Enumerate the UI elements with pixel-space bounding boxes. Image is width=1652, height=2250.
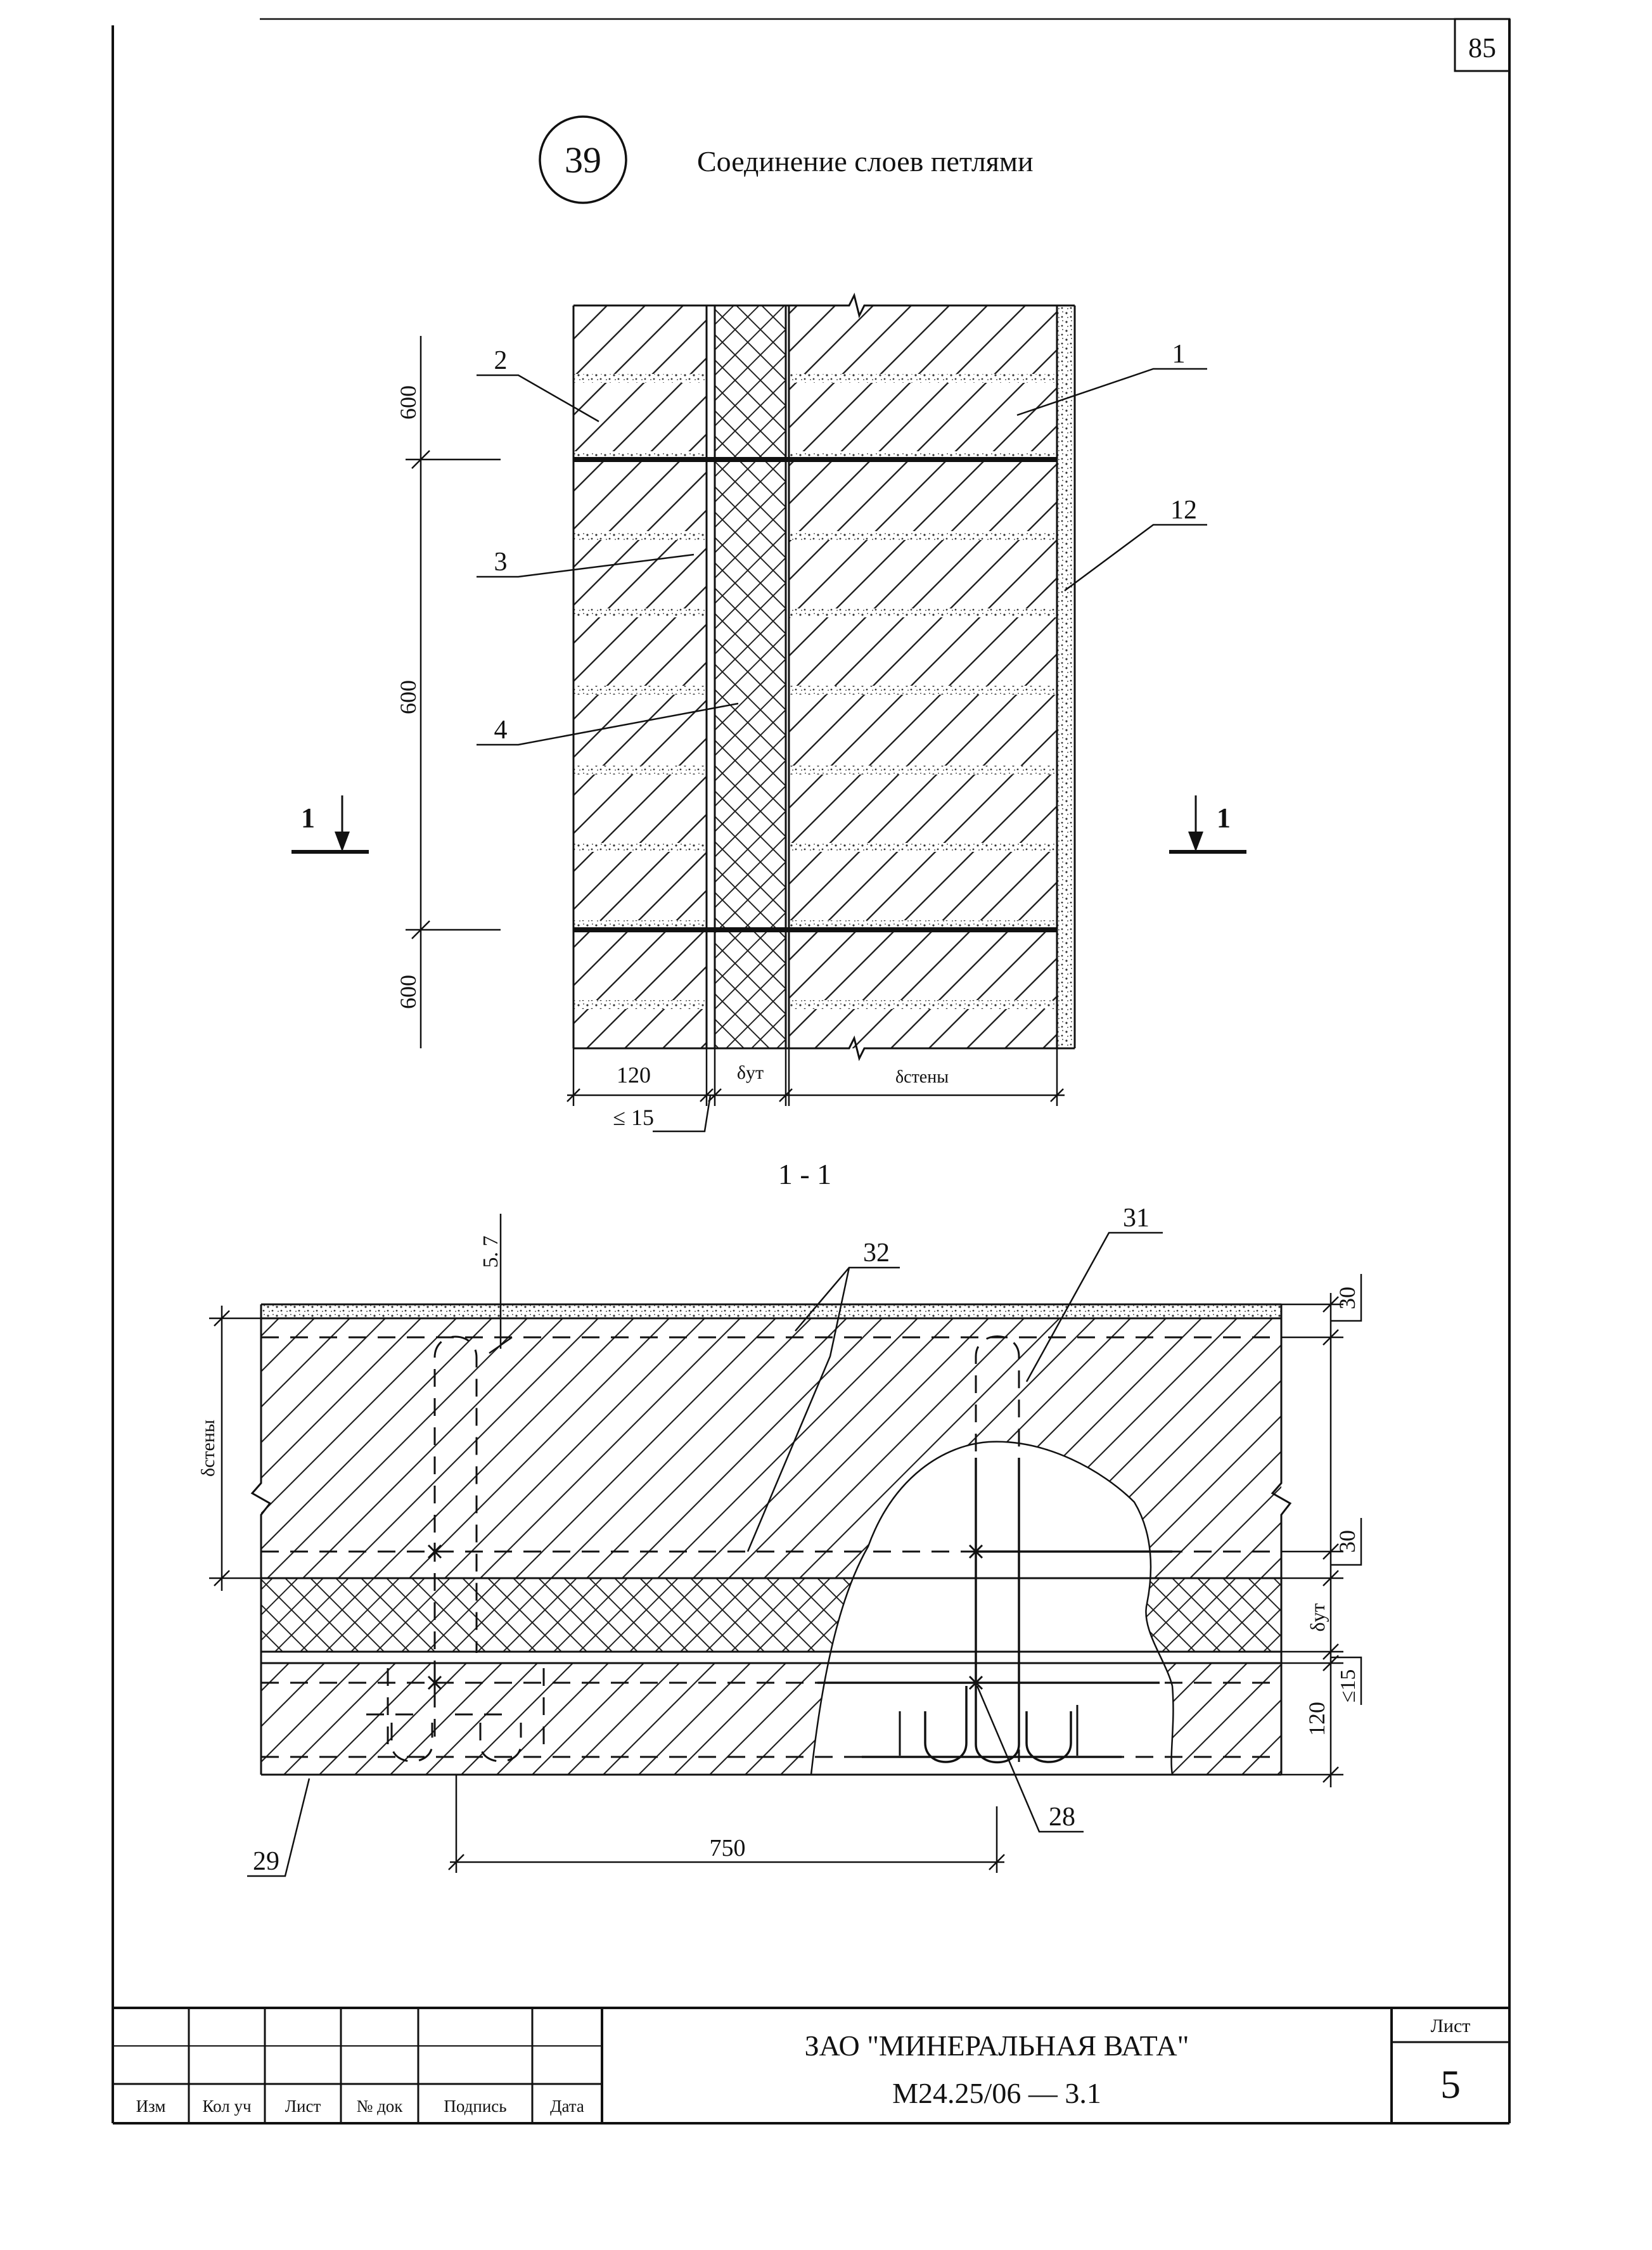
svg-text:1: 1 — [1217, 802, 1231, 833]
section-mark-right: 1 — [1169, 795, 1246, 854]
section-mark-left: 1 — [291, 795, 369, 854]
left-tie-markers — [427, 1543, 442, 1692]
sheet-frame — [112, 18, 1511, 2125]
dim-600-middle: 600 — [395, 680, 421, 714]
organization-name: ЗАО "МИНЕРАЛЬНАЯ ВАТА" — [805, 2029, 1189, 2062]
callout-1: 1 — [1172, 340, 1186, 369]
callout-12: 12 — [1170, 496, 1197, 525]
col-izm: Изм — [136, 2097, 166, 2116]
col-list: Лист — [285, 2097, 321, 2116]
callout-2: 2 — [494, 346, 508, 375]
col-date: Дата — [550, 2097, 584, 2116]
spacing-dim — [448, 1775, 1005, 1873]
top-sheet-number-box: 85 — [1454, 18, 1511, 72]
wall-elevation: 600 600 600 120 ≤ 15 δут δстены — [291, 292, 1246, 1133]
title-block — [113, 2007, 1509, 2123]
section-leaders — [247, 1214, 1163, 1877]
col-signature: Подпись — [444, 2097, 506, 2116]
detail-title: Соединение слоев петлями — [697, 145, 1034, 177]
callout-32: 32 — [863, 1238, 890, 1268]
callout-3: 3 — [494, 548, 508, 577]
dim-wall: δстены — [895, 1067, 949, 1087]
dim-insulation-section: δут — [1306, 1603, 1329, 1631]
dim-plaster: 30 — [1335, 1287, 1360, 1309]
svg-text:1: 1 — [301, 802, 315, 833]
dim-outer-layer-section: 120 — [1304, 1702, 1329, 1736]
dim-gap-section: ≤15 — [1336, 1669, 1360, 1703]
callout-28: 28 — [1049, 1803, 1075, 1832]
dim-top-offset: 5. 7 — [479, 1236, 503, 1268]
dim-wall-section: δстены — [198, 1420, 219, 1477]
dim-spacing: 750 — [710, 1835, 746, 1861]
sheet-number: 5 — [1440, 2062, 1461, 2107]
detail-header: 39 Соединение слоев петлями — [539, 115, 1034, 204]
title-block-columns: Изм Кол уч Лист № док Подпись Дата — [136, 2097, 584, 2116]
callout-4: 4 — [494, 716, 508, 745]
top-sheet-number: 85 — [1468, 32, 1496, 63]
dim-tie-offset: 30 — [1335, 1530, 1360, 1553]
horizontal-dimensions — [567, 1048, 1065, 1133]
exposed-loop-tie — [817, 1335, 1172, 1764]
vertical-dimensions — [406, 336, 501, 1048]
callout-31: 31 — [1123, 1204, 1149, 1233]
wall-section: 32 31 28 29 5. 7 30 30 δут — [198, 1204, 1362, 1877]
dim-600-top: 600 — [395, 385, 421, 420]
dim-gap: ≤ 15 — [613, 1105, 654, 1130]
section-right-dims — [1281, 1274, 1362, 1787]
dim-insulation: δут — [737, 1062, 764, 1083]
section-title: 1 - 1 — [778, 1158, 831, 1190]
section-left-dims — [209, 1306, 261, 1591]
sheet-label: Лист — [1431, 2015, 1471, 2036]
callout-29: 29 — [253, 1847, 279, 1876]
detail-number: 39 — [565, 139, 601, 181]
elevation-leaders — [477, 368, 1207, 746]
col-kol-uch: Кол уч — [202, 2097, 251, 2116]
detail-number-circle — [539, 115, 627, 204]
dim-outer-layer: 120 — [617, 1062, 651, 1088]
document-code: М24.25/06 — 3.1 — [892, 2077, 1101, 2109]
dim-600-bottom: 600 — [395, 975, 421, 1009]
col-doc-no: № док — [357, 2097, 404, 2116]
